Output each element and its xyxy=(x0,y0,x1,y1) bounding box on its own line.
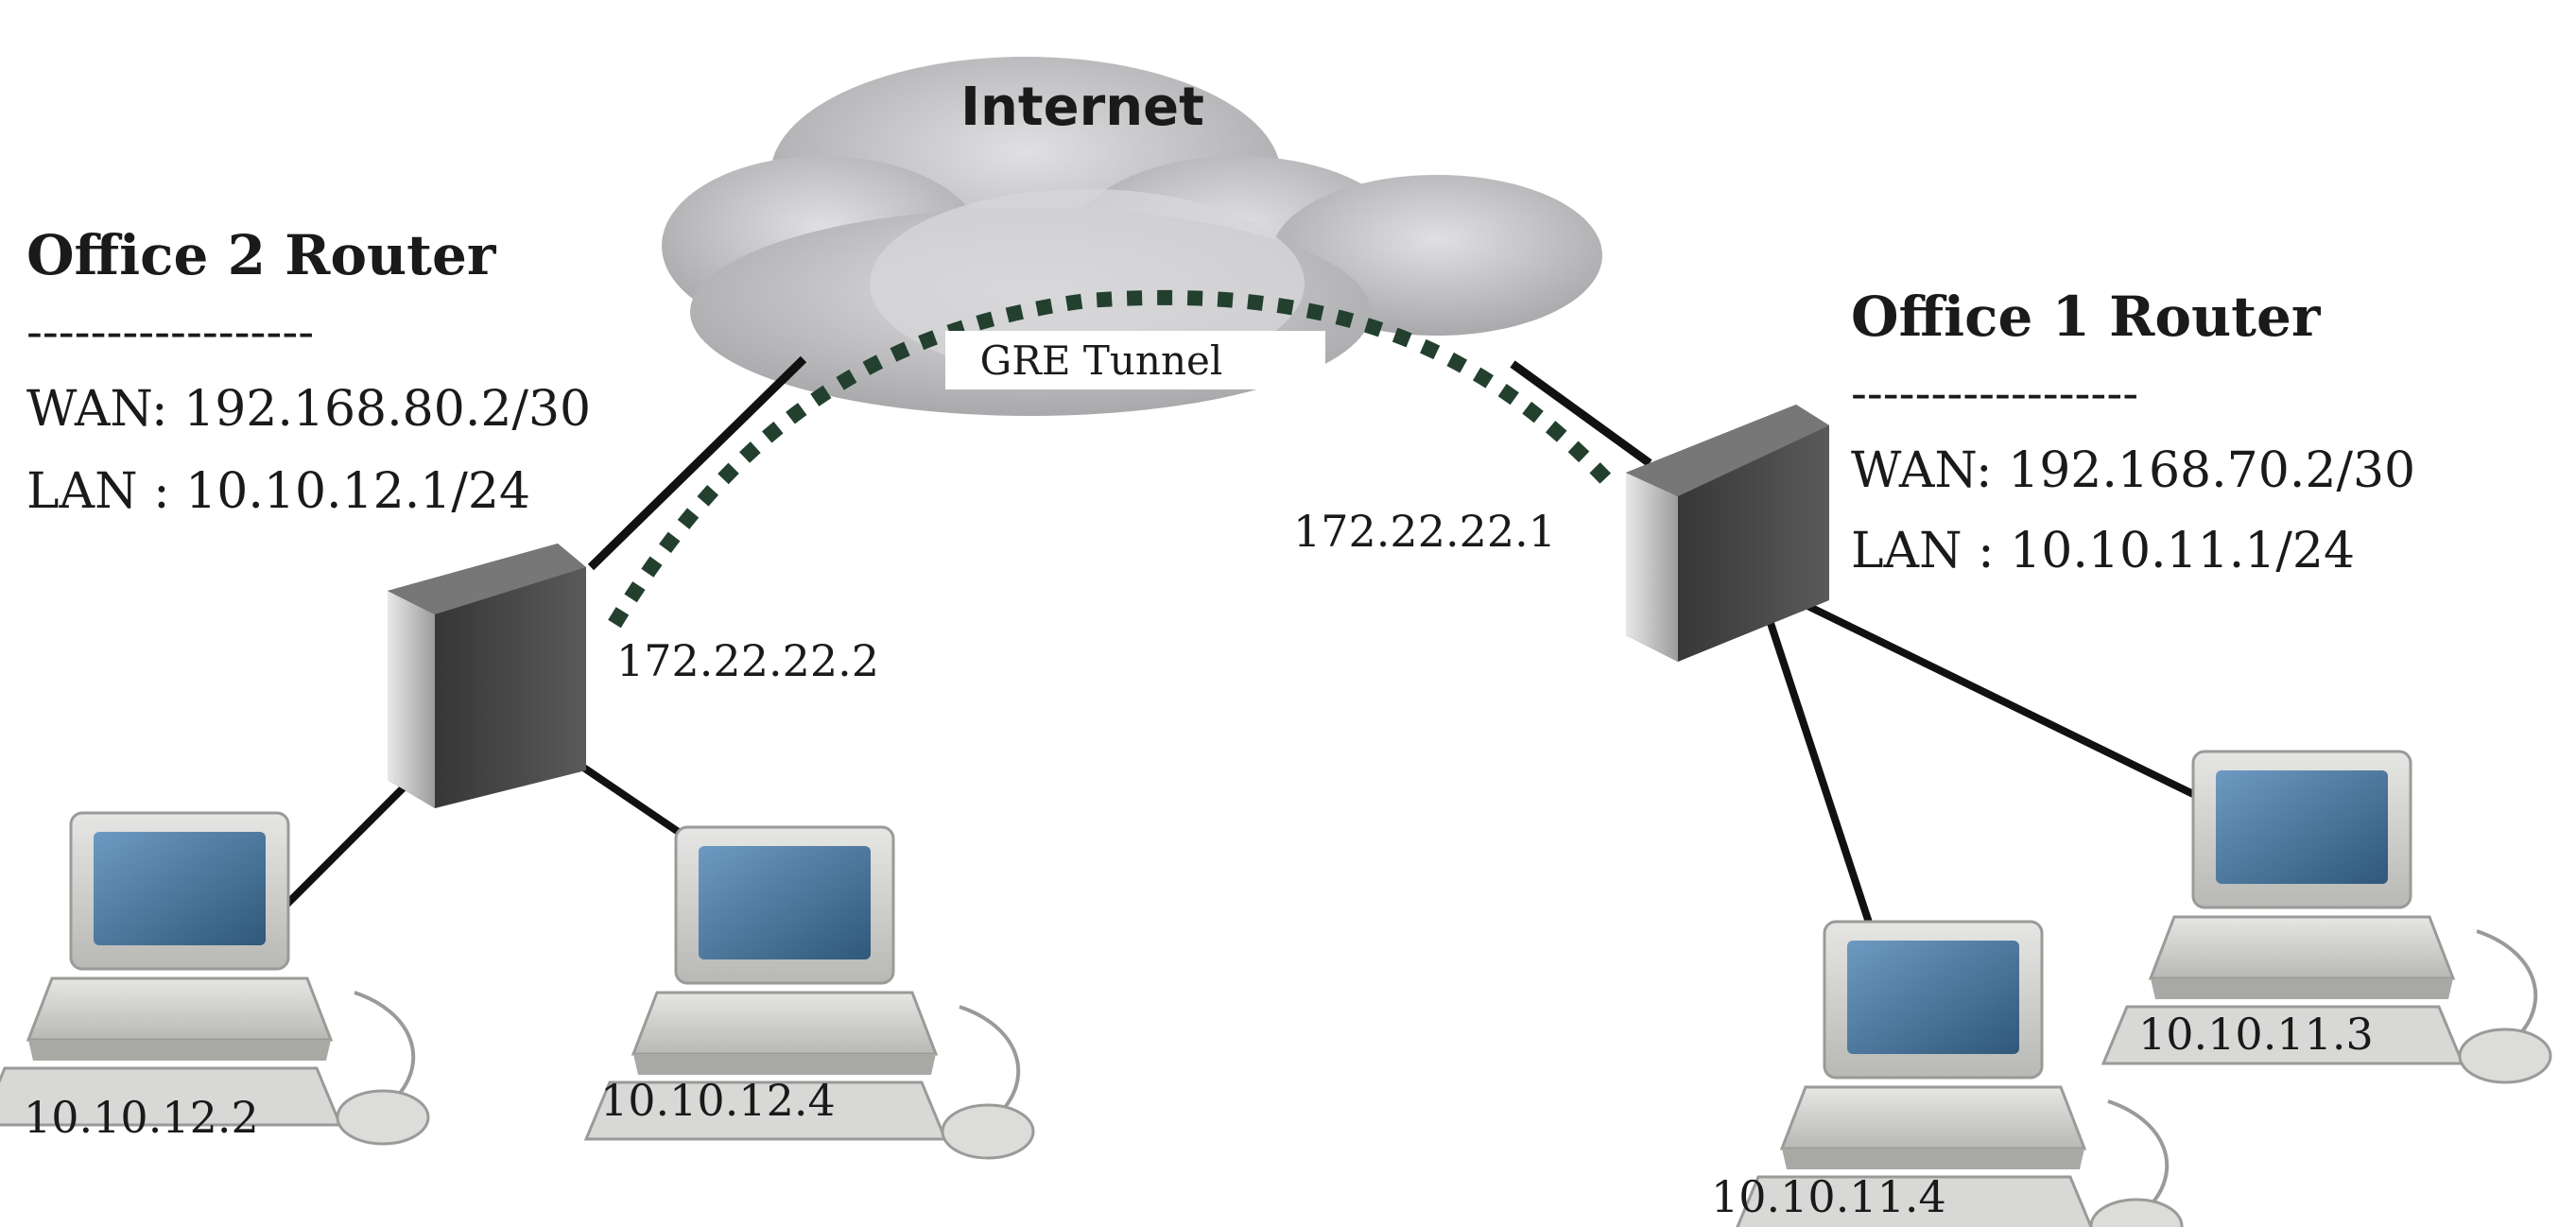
office1-router-title: Office 1 Router xyxy=(1851,285,2322,349)
host-ip-10-10-12-2: 10.10.12.2 xyxy=(24,1092,259,1143)
office1-lan-link-2 xyxy=(1794,596,2195,798)
gre-tunnel-label-bg xyxy=(945,331,1325,389)
internet-label: Internet xyxy=(960,77,1204,138)
office1-tunnel-ip: 172.22.22.1 xyxy=(1293,506,1556,557)
office1-lan-link-1 xyxy=(1764,613,1876,933)
office2-wan: WAN: 192.168.80.2/30 xyxy=(26,381,591,438)
office1-router-icon xyxy=(1626,405,1829,662)
office1-divider: ------------------ xyxy=(1851,366,2138,421)
gre-tunnel-label: GRE Tunnel xyxy=(980,337,1223,384)
host-ip-10-10-11-4: 10.10.11.4 xyxy=(1711,1171,1946,1222)
office2-wan-link xyxy=(587,355,807,571)
office1-lan: LAN : 10.10.11.1/24 xyxy=(1851,523,2355,579)
office2-lan-link-1 xyxy=(267,782,409,925)
host-ip-10-10-11-3: 10.10.11.3 xyxy=(2138,1009,2374,1060)
office2-tunnel-ip: 172.22.22.2 xyxy=(616,635,879,686)
host-ip-10-10-12-4: 10.10.12.4 xyxy=(600,1075,836,1126)
office1-wan-link xyxy=(1510,360,1652,467)
office2-divider: ------------------ xyxy=(26,304,314,359)
gre-tunnel-path xyxy=(608,289,1613,629)
office2-router-title: Office 2 Router xyxy=(26,223,497,287)
office2-lan: LAN : 10.10.12.1/24 xyxy=(26,463,530,520)
office2-router-icon xyxy=(388,544,586,808)
office1-wan: WAN: 192.168.70.2/30 xyxy=(1851,442,2415,499)
